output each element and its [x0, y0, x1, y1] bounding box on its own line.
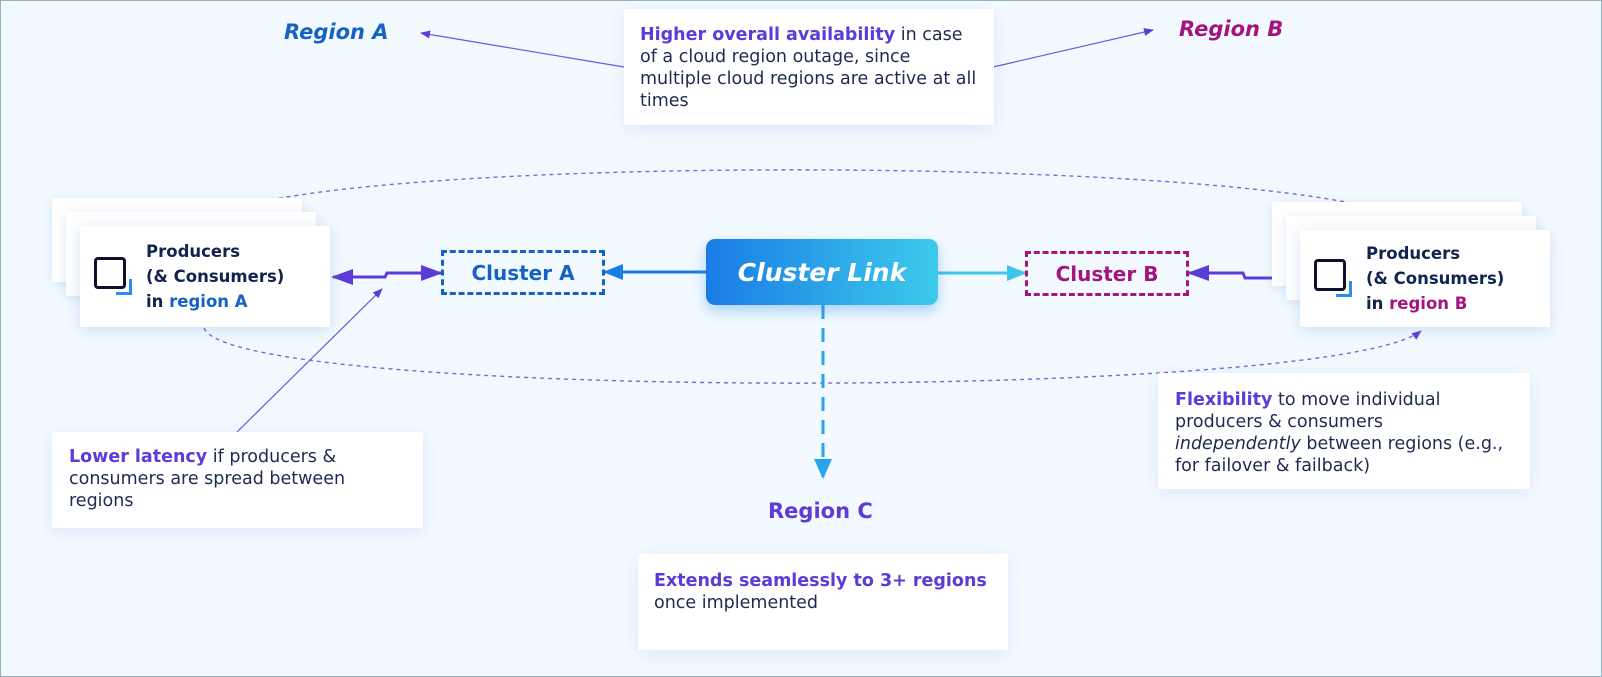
producers-b-text: Producers (& Consumers) in region B [1366, 241, 1504, 316]
producers-a-line3: in region A [146, 289, 284, 314]
producers-b-line3: in region B [1366, 291, 1504, 316]
note-flexibility: Flexibility to move individual producers… [1158, 373, 1530, 489]
app-window-icon [1314, 258, 1354, 299]
producers-b-card: Producers (& Consumers) in region B [1300, 230, 1550, 327]
producers-a-prefix: in [146, 292, 164, 311]
producers-a-text: Producers (& Consumers) in region A [146, 239, 284, 314]
region-b-label: Region B [1179, 17, 1284, 41]
producers-a-card: Producers (& Consumers) in region A [80, 226, 330, 327]
cluster-b-box: Cluster B [1025, 251, 1189, 296]
producers-a-line2: (& Consumers) [146, 267, 285, 286]
producers-b-prefix: in [1366, 294, 1384, 313]
note-extends: Extends seamlessly to 3+ regions once im… [638, 554, 1008, 650]
producers-b-region: region B [1389, 294, 1468, 313]
pointer-region-b [992, 28, 1154, 68]
cluster-a-box: Cluster A [441, 250, 605, 295]
note-latency-text: if producers & consumers are spread betw… [69, 447, 346, 511]
pointer-region-a [420, 30, 625, 68]
note-latency: Lower latency if producers & consumers a… [52, 432, 423, 528]
producers-a-line1: Producers [146, 242, 241, 261]
note-availability: Higher overall availability in case of a… [624, 9, 994, 125]
arrow-producers-a-cluster-a [331, 265, 443, 285]
note-extends-text: once implemented [654, 593, 819, 613]
producers-b-line1: Producers [1366, 244, 1461, 263]
region-ring-top [203, 169, 1425, 230]
note-flexibility-italic: independently [1175, 434, 1301, 454]
app-window-icon [94, 256, 134, 297]
note-extends-bold: Extends seamlessly to 3+ regions [654, 571, 987, 591]
note-flexibility-text-2: between regions (e.g., for failover & fa… [1175, 434, 1504, 476]
region-c-label: Region C [768, 499, 873, 523]
note-flexibility-text-1: to move individual producers & consumers [1175, 390, 1441, 432]
note-flexibility-bold: Flexibility [1175, 390, 1273, 410]
region-a-label: Region A [284, 20, 389, 44]
note-latency-bold: Lower latency [69, 447, 208, 467]
producers-a-region: region A [169, 292, 248, 311]
note-availability-bold: Higher overall availability [640, 25, 896, 45]
note-availability-text: in case of a cloud region outage, since … [640, 25, 977, 111]
cluster-link-box: Cluster Link [706, 239, 938, 305]
producers-b-line2: (& Consumers) [1366, 269, 1505, 288]
